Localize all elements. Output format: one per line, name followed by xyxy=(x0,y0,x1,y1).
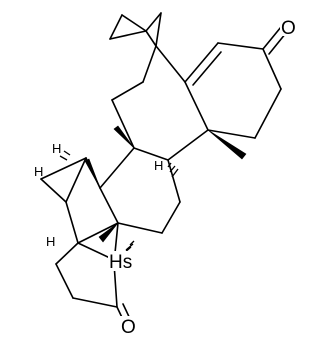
atom-labels: O O Hs H H H H xyxy=(34,17,296,338)
ring-c xyxy=(99,147,181,234)
h-cyclopropyl-upper-label: H xyxy=(52,141,61,156)
ring-b xyxy=(111,45,209,161)
h-ring-fusion-label: H xyxy=(46,234,55,249)
stereo-wedges xyxy=(84,125,247,243)
stereo-hashes xyxy=(59,150,179,256)
spiro-lactone-ring xyxy=(55,222,133,329)
stereo-annotation-label: Hs xyxy=(109,252,132,273)
h-cyclopropyl-lower-label: H xyxy=(34,164,43,179)
spiro-cyclopropane-ring xyxy=(109,12,162,47)
lactone-carbonyl-oxygen-label: O xyxy=(121,317,136,338)
ring-d xyxy=(40,157,119,244)
h-ring-junction-right-label: H xyxy=(154,158,163,173)
ring-a-enone xyxy=(155,26,287,139)
ketone-oxygen-label: O xyxy=(281,18,296,39)
molecular-structure: O O Hs H H H H xyxy=(34,12,296,338)
